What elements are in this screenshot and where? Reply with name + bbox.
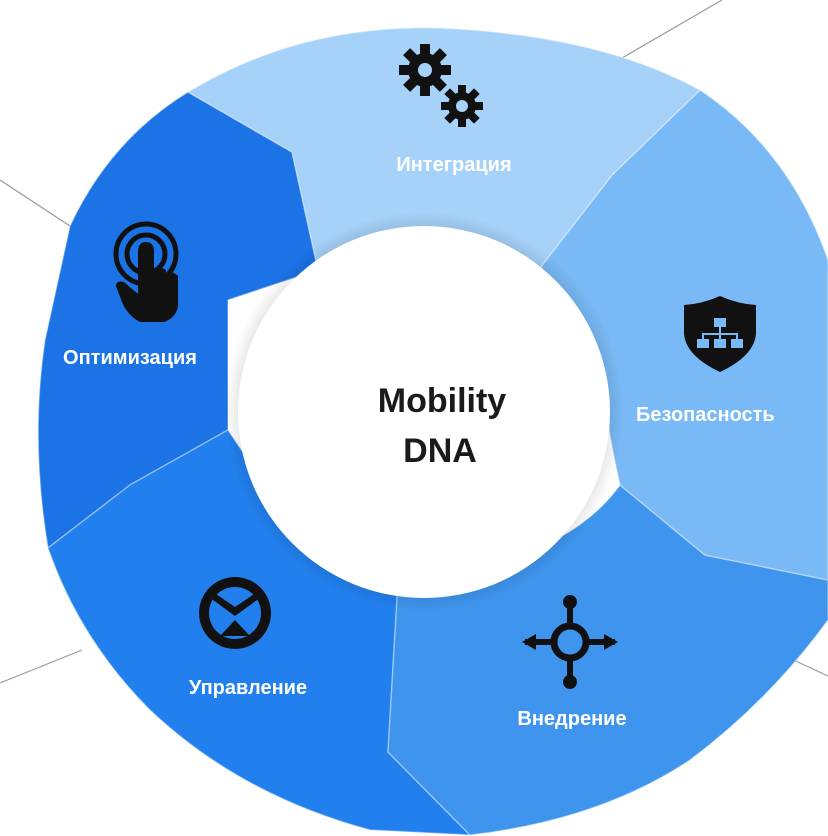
touch-hand-icon (113, 221, 179, 322)
segment-label-optimization: Оптимизация (63, 347, 197, 369)
connector-line-top-right (621, 0, 723, 59)
connector-line-left (0, 179, 71, 227)
center-circle (238, 226, 610, 598)
crosshair-node-icon (522, 595, 618, 689)
segment-label-security: Безопасность (636, 404, 775, 426)
center-title-line2: DNA (403, 432, 477, 470)
gears-icon (399, 44, 483, 127)
connector-line-bottom-left (0, 649, 83, 684)
shield-network-icon (684, 296, 756, 372)
segment-label-management: Управление (189, 677, 307, 699)
segment-label-integration: Интеграция (396, 154, 511, 176)
segment-optimization[interactable] (37, 91, 319, 550)
clock-icon (199, 577, 271, 649)
center-title-line1: Mobility (378, 382, 507, 420)
segment-label-deployment: Внедрение (517, 708, 626, 730)
